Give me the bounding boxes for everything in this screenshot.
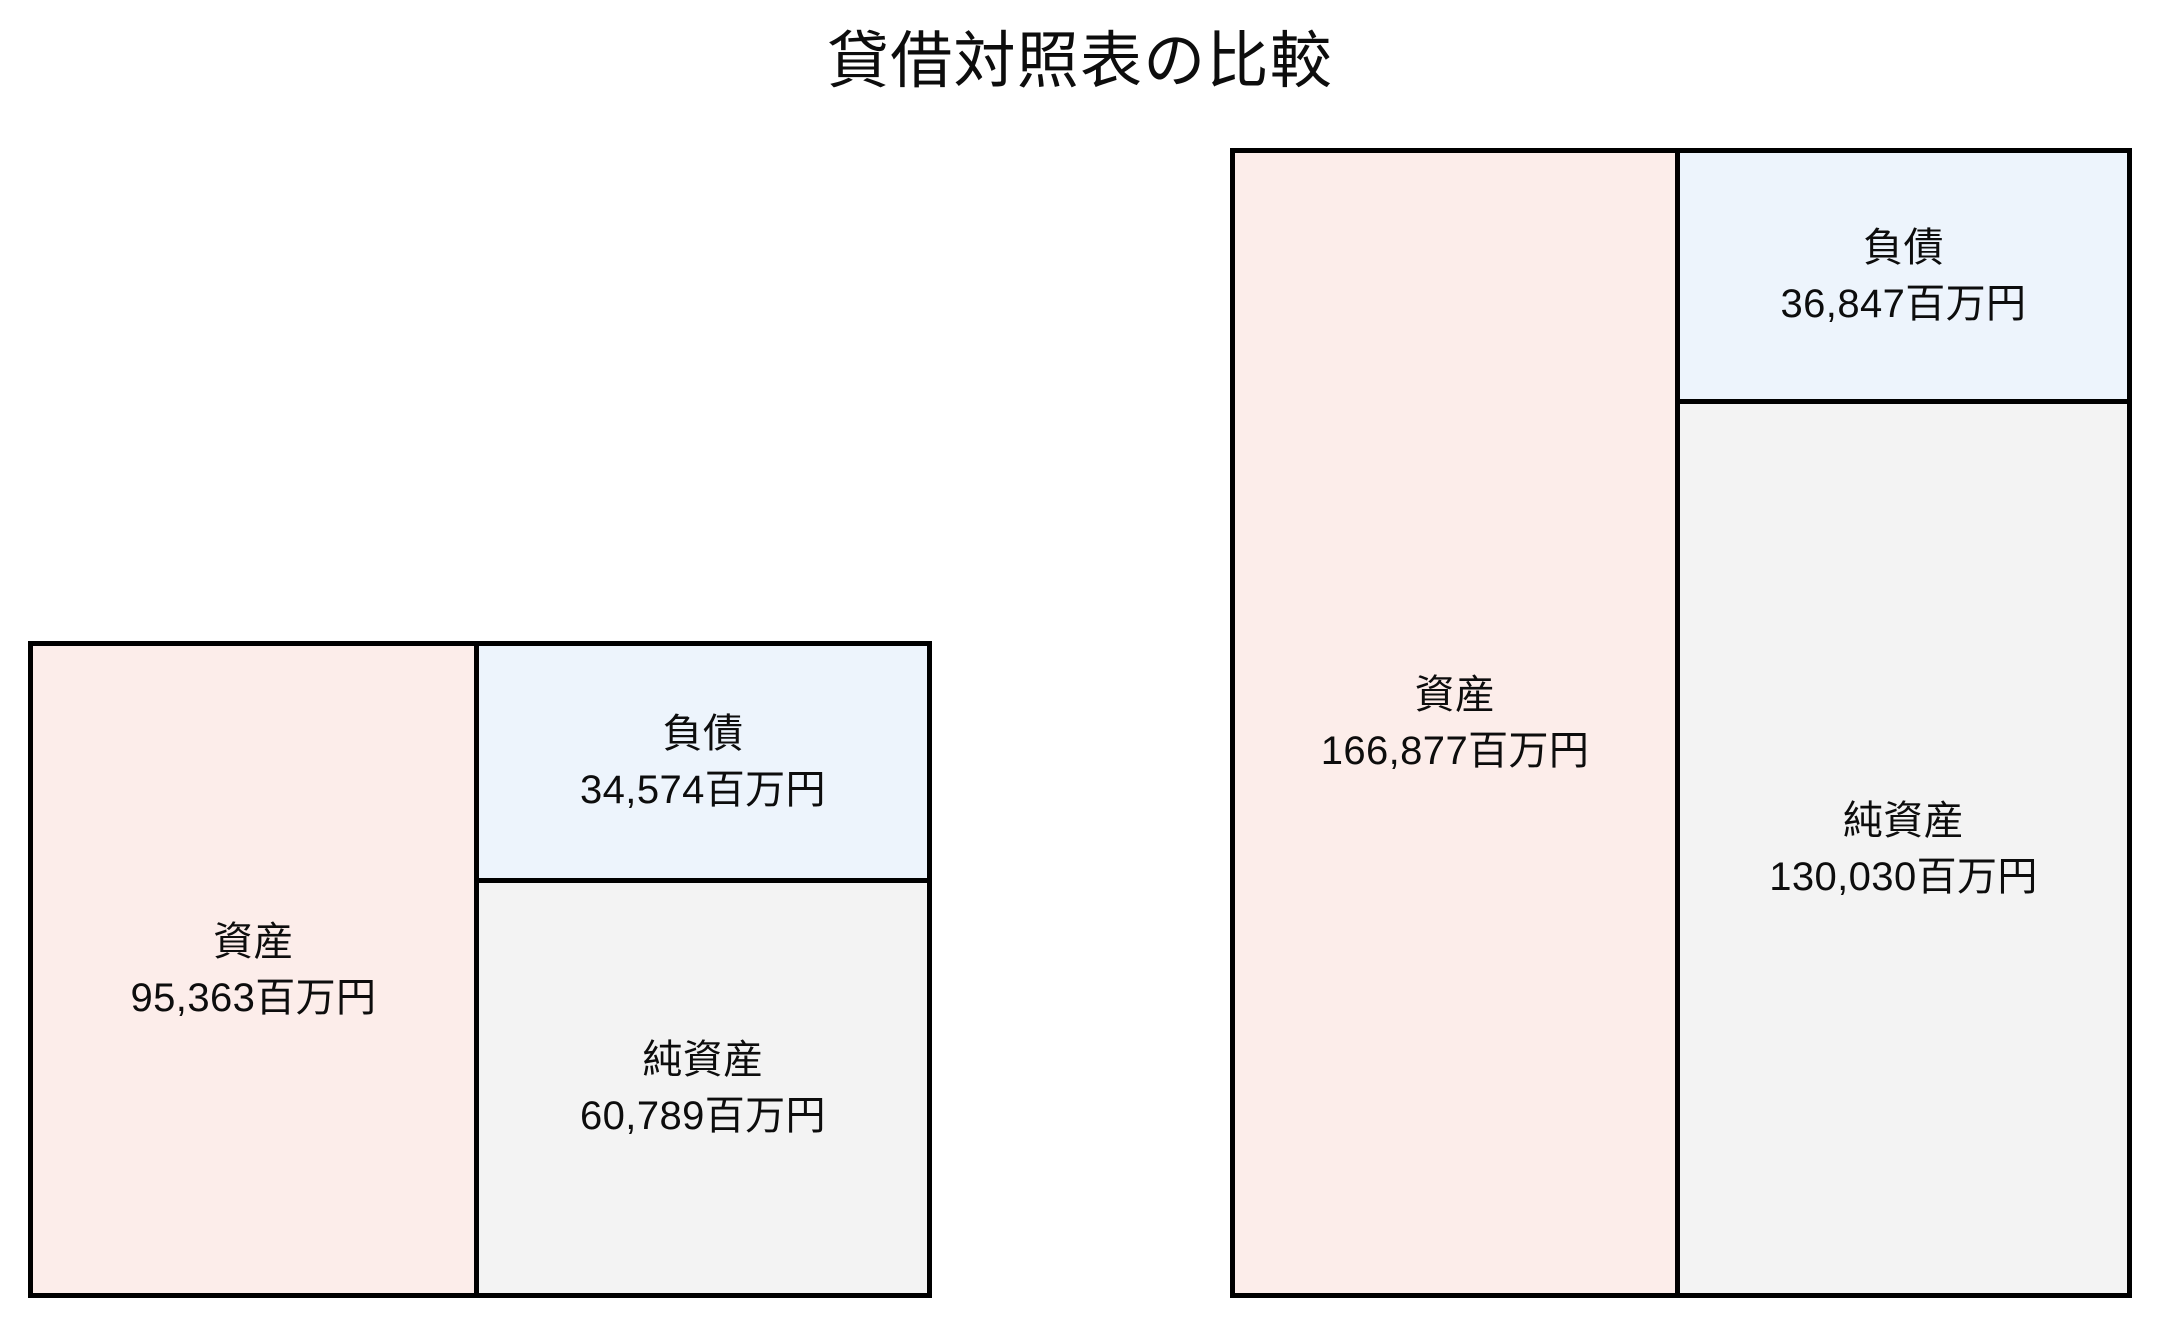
right-equity-label: 純資産 130,030百万円 <box>1763 793 2044 905</box>
right-liability-label: 負債 36,847百万円 <box>1775 220 2033 332</box>
right-equity-value: 130,030百万円 <box>1769 854 2038 899</box>
right-liability-name: 負債 <box>1863 226 1944 270</box>
left-liability-name: 負債 <box>662 712 744 756</box>
left-equity-value: 60,789百万円 <box>580 1094 826 1138</box>
right-liability-box[interactable]: 負債 36,847百万円 <box>1680 148 2132 404</box>
page-title: 貸借対照表の比較 <box>827 27 1333 96</box>
right-liability-value: 36,847百万円 <box>1780 282 2027 326</box>
balance-sheet-right: 資産 166,877百万円 負債 36,847百万円 純資産 130,030百万… <box>1230 148 2132 1298</box>
left-liability-box[interactable]: 負債 34,574百万円 <box>479 641 932 883</box>
right-asset-value: 166,877百万円 <box>1320 729 1590 773</box>
left-liability-value: 34,574百万円 <box>580 768 826 812</box>
left-liability-label: 負債 34,574百万円 <box>574 706 832 818</box>
right-equity-box[interactable]: 純資産 130,030百万円 <box>1680 404 2132 1298</box>
right-equity-name: 純資産 <box>1842 798 1965 843</box>
left-equity-name: 純資産 <box>642 1038 764 1082</box>
balance-sheet-left: 資産 95,363百万円 負債 34,574百万円 純資産 60,789百万円 <box>28 641 932 1298</box>
left-equity-label: 純資産 60,789百万円 <box>574 1032 832 1144</box>
left-asset-box[interactable]: 資産 95,363百万円 <box>28 641 479 1298</box>
left-equity-box[interactable]: 純資産 60,789百万円 <box>479 883 932 1298</box>
left-asset-label: 資産 95,363百万円 <box>125 914 383 1026</box>
right-asset-box[interactable]: 資産 166,877百万円 <box>1230 148 1680 1298</box>
left-asset-value: 95,363百万円 <box>130 975 377 1020</box>
right-asset-name: 資産 <box>1414 673 1496 717</box>
left-asset-name: 資産 <box>213 919 294 964</box>
right-asset-label: 資産 166,877百万円 <box>1315 667 1596 779</box>
